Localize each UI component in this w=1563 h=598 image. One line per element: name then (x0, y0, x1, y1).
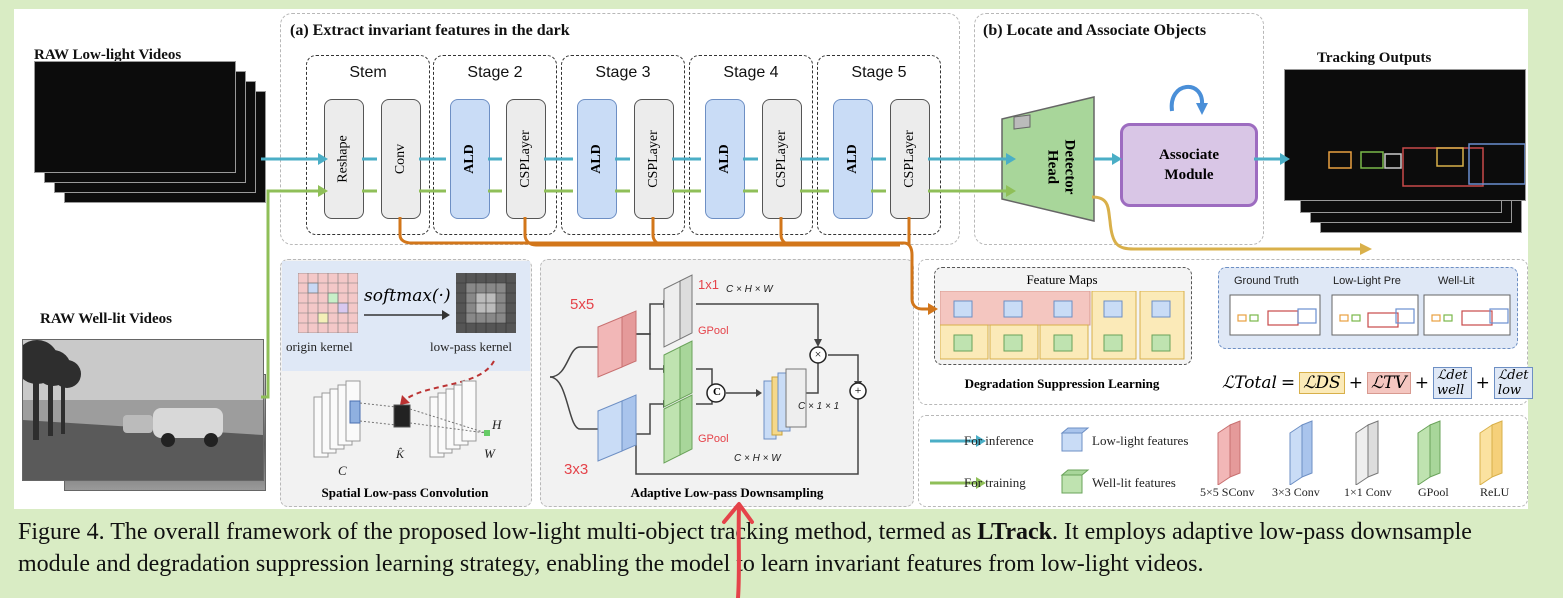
legend-well-features: Well-lit features (1092, 475, 1176, 490)
lowpass-kernel-grid (456, 273, 516, 333)
stage4-title: Stage 4 (723, 64, 779, 81)
dsl-panel (918, 259, 1528, 405)
kernel-k-label: K̂ (396, 447, 405, 461)
alpd-panel (540, 259, 914, 507)
stage3-title: Stage 3 (595, 64, 651, 81)
stage2-title: Stage 2 (467, 64, 523, 81)
loss-equals: = (1280, 373, 1296, 393)
tracking-outputs-title: Tracking Outputs (1317, 50, 1432, 66)
ground-truth-label: Ground Truth (1234, 275, 1299, 287)
feature-maps-title: Feature Maps (1026, 272, 1098, 287)
legend-3x3-conv: 3×3 Conv (1272, 485, 1320, 499)
loss-total: ℒTotal (1222, 373, 1277, 393)
stage4-group: Stage 4 (689, 55, 813, 235)
loss-det-low: ℒdet low (1493, 367, 1533, 399)
ald-block-stage5: ALD (833, 99, 873, 219)
loss-plus-1: + (1348, 373, 1363, 393)
raw-well-lit-label: RAW Well-lit Videos (40, 311, 172, 327)
annotation-arrow-icon (722, 502, 754, 598)
raw-low-light-label: RAW Low-light Videos (34, 47, 182, 63)
flow-arrows (261, 153, 1372, 399)
legend-training: For training (964, 475, 1026, 490)
stage2-group: Stage 2 (433, 55, 557, 235)
dsl-title: Degradation Suppression Learning (964, 376, 1160, 391)
caption-prefix: Figure 4. The overall framework of the p… (18, 519, 978, 545)
associate-module: Associate Module (1120, 123, 1258, 207)
panel-b-title: (b) Locate and Associate Objects (983, 22, 1207, 39)
alpd-diagram (549, 274, 867, 475)
stage3-group: Stage 3 (561, 55, 685, 235)
loop-arrow-icon (1169, 85, 1208, 115)
kernel-3x3-label: 3x3 (564, 461, 589, 478)
ald-block-stage4: ALD (705, 99, 745, 219)
legend-gpool: GPool (1418, 485, 1449, 499)
lowpass-kernel-label: low-pass kernel (430, 339, 512, 354)
kernel-5x5-label: 5x5 (570, 296, 595, 313)
figure-caption: Figure 4. The overall framework of the p… (18, 516, 1548, 580)
legend-panel (918, 415, 1528, 507)
alpd-title: Adaptive Low-pass Downsampling (630, 485, 824, 500)
gpool-label-bottom: GPool (698, 433, 729, 445)
kernel-1x1-label: 1x1 (698, 277, 719, 292)
slpc-title: Spatial Low-pass Convolution (321, 485, 489, 500)
loss-ds: ℒDS (1299, 372, 1345, 394)
chw-top-label: C × H × W (726, 284, 773, 295)
stage5-title: Stage 5 (851, 64, 907, 81)
low-light-pre-label: Low-Light Pre (1333, 275, 1401, 287)
legend-relu: ReLU (1480, 485, 1510, 499)
loss-det-well: ℒdet well (1433, 367, 1472, 399)
legend-5x5-sconv: 5×5 SConv (1200, 485, 1255, 499)
chw-bottom-label: C × H × W (734, 453, 781, 464)
add-symbol: + (854, 383, 862, 397)
legend-1x1-conv: 1×1 Conv (1344, 485, 1392, 499)
well-lit-label: Well-Lit (1438, 275, 1475, 287)
width-w-label: W (484, 446, 495, 461)
reshape-block: Reshape (324, 99, 364, 219)
origin-kernel-label: origin kernel (286, 339, 353, 354)
caption-method-name: LTrack (977, 519, 1052, 545)
feature-maps-grid (940, 291, 1185, 360)
gpool-label-top: GPool (698, 325, 729, 337)
loss-tv: ℒTV (1366, 372, 1411, 394)
street-scene-image (23, 340, 263, 480)
legend-block-icons (1217, 420, 1503, 485)
softmax-arrow-icon (364, 310, 450, 320)
channel-c-label: C (338, 463, 347, 478)
stem-group: Stem (306, 55, 430, 235)
panel-a-title: (a) Extract invariant features in the da… (290, 22, 570, 39)
stem-title: Stem (349, 64, 387, 81)
detector-head-shape (1001, 96, 1095, 222)
legend-low-features: Low-light features (1092, 433, 1189, 448)
ald-block-stage2: ALD (450, 99, 490, 219)
legend-inference: For inference (964, 433, 1034, 448)
loss-plus-2: + (1414, 373, 1430, 393)
loss-equation: ℒTotal = ℒDS + ℒTV + ℒdet well + ℒdet lo… (1222, 367, 1533, 399)
stage5-group: Stage 5 (817, 55, 941, 235)
caption-suffix: . It employs adaptive low-pass downsampl… (18, 519, 1472, 577)
c11-label: C × 1 × 1 (798, 401, 840, 412)
origin-kernel-grid (298, 273, 358, 333)
csp-block-stage4: CSPLayer (762, 99, 802, 219)
legend-feature-cubes (1060, 427, 1090, 494)
detection-thumbnails (1229, 294, 1511, 336)
legend-arrows (930, 435, 986, 489)
slpc-diagram (313, 360, 495, 458)
multiply-symbol: × (814, 347, 822, 361)
concat-symbol: C (713, 386, 721, 398)
height-h-label: H (492, 417, 502, 432)
ald-block-stage3: ALD (577, 99, 617, 219)
softmax-label: softmax(·) (364, 286, 451, 306)
csp-block-stage2: CSPLayer (506, 99, 546, 219)
figure: RAW Low-light Videos RAW Well-lit Videos (14, 9, 1533, 509)
loss-plus-3: + (1475, 373, 1490, 393)
